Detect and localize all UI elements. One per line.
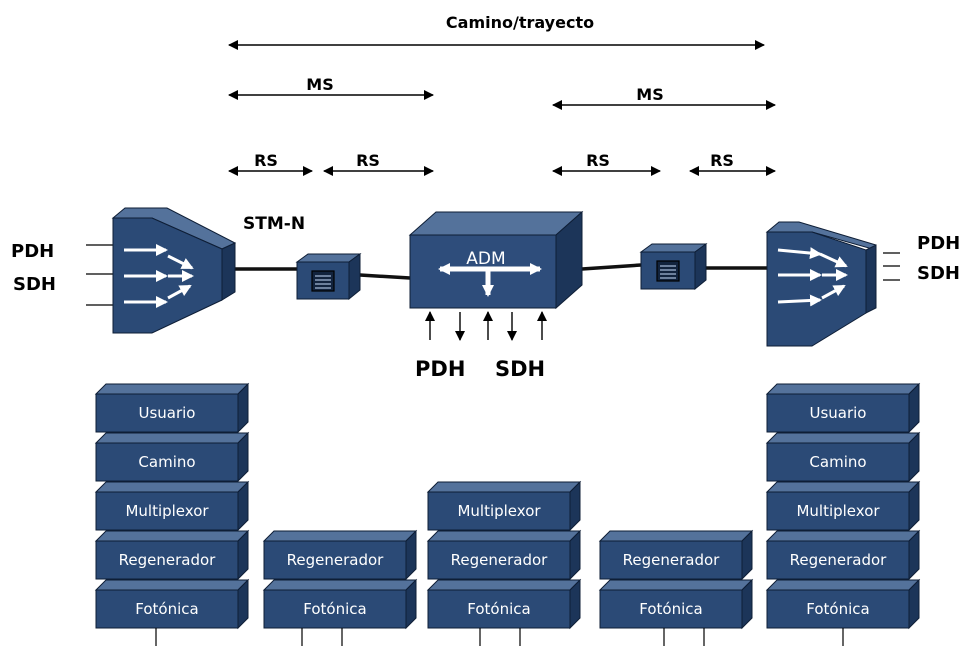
layer-label: Usuario (809, 404, 866, 422)
ms-label-left: MS (306, 75, 333, 94)
layer-block: Usuario (765, 382, 921, 434)
layer-label: Fotónica (806, 600, 869, 618)
layer-label: Camino (138, 453, 195, 471)
layer-stack: UsuarioCaminoMultiplexorRegeneradorFotón… (765, 382, 921, 646)
ms-label-right: MS (636, 85, 663, 104)
layer-block: Usuario (94, 382, 250, 434)
left-sdh-label: SDH (13, 274, 56, 295)
add-drop-multiplexer: ADM PDH SDH (408, 210, 584, 381)
layer-block: Regenerador (426, 529, 582, 581)
layer-block: Fotónica (598, 578, 754, 630)
layer-block: Fotónica (262, 578, 418, 630)
regen-side-face (694, 243, 707, 291)
rs-label-2: RS (356, 151, 380, 170)
layer-label: Regenerador (119, 551, 217, 569)
layer-block: Fotónica (94, 578, 250, 630)
rs-label-4: RS (710, 151, 734, 170)
layer-label: Fotónica (467, 600, 530, 618)
mux-side-face (865, 244, 877, 314)
left-terminal-multiplexer: PDH SDH (11, 207, 237, 334)
stm-label: STM-N (243, 214, 305, 234)
right-sdh-label: SDH (917, 263, 960, 284)
path-label: Camino/trayecto (446, 13, 594, 32)
adm-top-face (408, 211, 584, 236)
layer-label: Multiplexor (457, 502, 541, 520)
rs-label-1: RS (254, 151, 278, 170)
right-regenerator (639, 243, 708, 291)
mux-side-face (221, 242, 236, 301)
mux-flow-arrows (124, 244, 194, 308)
left-regenerator (295, 253, 362, 301)
adm-label: ADM (466, 249, 505, 269)
layer-label: Multiplexor (796, 502, 880, 520)
rs-label-3: RS (586, 151, 610, 170)
ms-spans: MS MS (228, 75, 776, 110)
layer-label: Regenerador (623, 551, 721, 569)
adm-sdh-label: SDH (495, 357, 545, 381)
layer-label: Usuario (138, 404, 195, 422)
layer-label: Camino (809, 453, 866, 471)
right-pdh-label: PDH (917, 233, 960, 254)
layer-block: Regenerador (765, 529, 921, 581)
rs-spans: RS RS RS RS (228, 151, 776, 176)
layer-block: Regenerador (598, 529, 754, 581)
fiber-segment (581, 263, 642, 271)
layer-block: Regenerador (94, 529, 250, 581)
layer-label: Fotónica (135, 600, 198, 618)
regen-side-face (348, 253, 361, 301)
layer-block: Regenerador (262, 529, 418, 581)
layer-block: Fotónica (426, 578, 582, 630)
layer-label: Regenerador (287, 551, 385, 569)
layer-label: Fotónica (639, 600, 702, 618)
layer-label: Multiplexor (125, 502, 209, 520)
right-terminal-multiplexer: PDH SDH (765, 221, 960, 347)
fiber-lines (232, 263, 767, 280)
path-span: Camino/trayecto (228, 13, 765, 50)
layer-label: Regenerador (790, 551, 888, 569)
layer-block: Camino (765, 431, 921, 483)
layer-block: Multiplexor (426, 480, 582, 532)
layer-block: Multiplexor (765, 480, 921, 532)
layer-stack: UsuarioCaminoMultiplexorRegeneradorFotón… (94, 382, 250, 646)
adm-pdh-label: PDH (415, 357, 465, 381)
mux-flow-arrows (777, 247, 848, 307)
layer-stacks: UsuarioCaminoMultiplexorRegeneradorFotón… (94, 382, 921, 646)
layer-block: Multiplexor (94, 480, 250, 532)
left-pdh-label: PDH (11, 241, 54, 262)
adm-tributary-arrows (425, 311, 547, 341)
layer-label: Fotónica (303, 600, 366, 618)
fiber-segment (359, 273, 411, 280)
layer-label: Regenerador (451, 551, 549, 569)
layer-block: Camino (94, 431, 250, 483)
layer-block: Fotónica (765, 578, 921, 630)
